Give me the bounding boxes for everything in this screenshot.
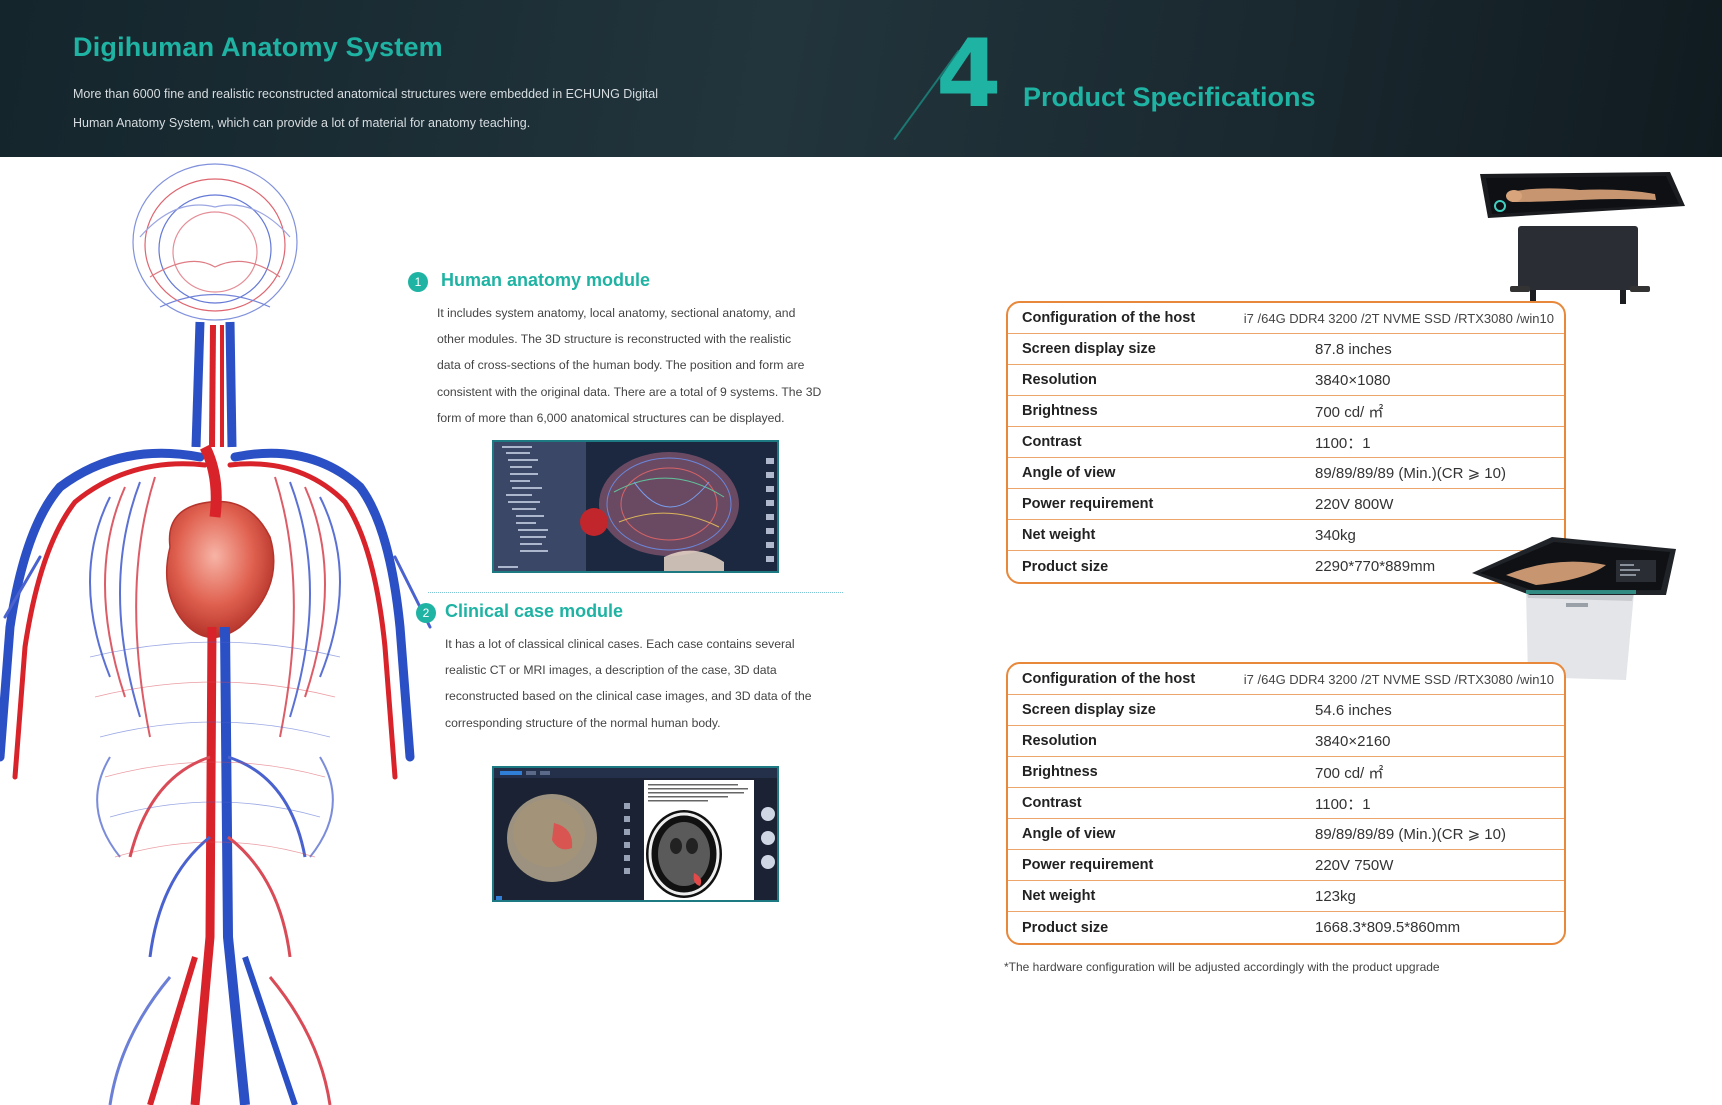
spec-row: Angle of view 89/89/89/89 (Min.)(CR ⩾ 10… bbox=[1008, 458, 1564, 489]
compact-anatomy-table-device bbox=[1472, 537, 1676, 680]
spec-table-large: Configuration of the host i7 /64G DDR4 3… bbox=[1006, 301, 1566, 584]
module-title: Clinical case module bbox=[445, 601, 624, 621]
spec-value: 700 cd/ ㎡ bbox=[1315, 403, 1384, 421]
section-number: 4 bbox=[936, 20, 1002, 129]
spec-label: Product size bbox=[1022, 919, 1109, 936]
spec-label: Power requirement bbox=[1022, 496, 1154, 512]
spec-label: Net weight bbox=[1022, 888, 1096, 904]
spec-value: 3840×2160 bbox=[1315, 732, 1391, 750]
anatomy-software-screenshot bbox=[492, 440, 779, 573]
spec-label: Configuration of the host bbox=[1022, 310, 1196, 326]
spec-value: 1100：1 bbox=[1315, 434, 1371, 452]
spec-label: Screen display size bbox=[1022, 702, 1156, 718]
header-description-line: Human Anatomy System, which can provide … bbox=[73, 115, 531, 130]
spec-row: Product size 1668.3*809.5*860mm bbox=[1008, 912, 1564, 943]
spec-label: Contrast bbox=[1022, 434, 1082, 450]
spec-row: Contrast 1100：1 bbox=[1008, 427, 1564, 458]
spec-value: 89/89/89/89 (Min.)(CR ⩾ 10) bbox=[1315, 465, 1506, 482]
spec-row: Resolution 3840×2160 bbox=[1008, 726, 1564, 757]
module-divider bbox=[428, 592, 843, 593]
header-banner: Digihuman Anatomy System More than 6000 … bbox=[0, 0, 1722, 157]
spec-value: 1100：1 bbox=[1315, 795, 1371, 813]
spec-label: Brightness bbox=[1022, 764, 1098, 780]
module-title: Human anatomy module bbox=[441, 270, 651, 290]
spec-value: 89/89/89/89 (Min.)(CR ⩾ 10) bbox=[1315, 826, 1506, 843]
module-description: It includes system anatomy, local anatom… bbox=[437, 300, 822, 431]
spec-row: Configuration of the host i7 /64G DDR4 3… bbox=[1008, 664, 1564, 695]
module-description-line: reconstructed based on the clinical case… bbox=[445, 689, 812, 704]
spec-value: i7 /64G DDR4 3200 /2T NVME SSD /RTX3080 … bbox=[1243, 671, 1554, 687]
spec-label: Product size bbox=[1022, 558, 1109, 575]
spec-label: Net weight bbox=[1022, 527, 1096, 543]
clinical-case-software-screenshot bbox=[492, 766, 779, 902]
page-title: Digihuman Anatomy System bbox=[73, 32, 443, 62]
spec-value: 220V 800W bbox=[1315, 495, 1394, 513]
module-description: It has a lot of classical clinical cases… bbox=[445, 631, 830, 736]
module-description-line: It includes system anatomy, local anatom… bbox=[437, 306, 796, 320]
circulatory-system-illustration bbox=[0, 163, 432, 1105]
module-number-badge: 1 bbox=[408, 272, 428, 292]
spec-row: Contrast 1100：1 bbox=[1008, 788, 1564, 819]
spec-table-compact: Configuration of the host i7 /64G DDR4 3… bbox=[1006, 662, 1566, 945]
spec-row: Screen display size 87.8 inches bbox=[1008, 334, 1564, 365]
module-description-line: other modules. The 3D structure is recon… bbox=[437, 332, 792, 347]
header-description-line: More than 6000 fine and realistic recons… bbox=[73, 87, 659, 101]
section-title: Product Specifications bbox=[1023, 82, 1316, 112]
large-anatomy-table-device bbox=[1480, 172, 1685, 304]
spec-value: 1668.3*809.5*860mm bbox=[1315, 919, 1461, 936]
spec-label: Brightness bbox=[1022, 403, 1098, 419]
spec-label: Resolution bbox=[1022, 372, 1097, 388]
spec-row: Power requirement 220V 800W bbox=[1008, 489, 1564, 520]
spec-value: 220V 750W bbox=[1315, 856, 1394, 874]
spec-row: Net weight 123kg bbox=[1008, 881, 1564, 912]
spec-row: Resolution 3840×1080 bbox=[1008, 365, 1564, 396]
module-description-line: consistent with the original data. There… bbox=[437, 384, 822, 399]
spec-row: Brightness 700 cd/ ㎡ bbox=[1008, 396, 1564, 427]
spec-row: Power requirement 220V 750W bbox=[1008, 850, 1564, 881]
spec-row: Configuration of the host i7 /64G DDR4 3… bbox=[1008, 303, 1564, 334]
module-description-line: realistic CT or MRI images, a descriptio… bbox=[445, 663, 777, 678]
spec-value: 123kg bbox=[1315, 887, 1356, 905]
spec-label: Contrast bbox=[1022, 795, 1082, 811]
module-description-line: corresponding structure of the normal hu… bbox=[445, 715, 721, 730]
spec-label: Configuration of the host bbox=[1022, 671, 1196, 687]
spec-label: Resolution bbox=[1022, 733, 1097, 749]
spec-label: Power requirement bbox=[1022, 857, 1154, 873]
module-number-badge: 2 bbox=[416, 603, 436, 623]
spec-value: i7 /64G DDR4 3200 /2T NVME SSD /RTX3080 … bbox=[1243, 310, 1554, 326]
module-description-line: data of cross-sections of the human body… bbox=[437, 358, 805, 373]
spec-row: Product size 2290*770*889mm bbox=[1008, 551, 1564, 582]
spec-value: 340kg bbox=[1315, 526, 1356, 544]
spec-label: Angle of view bbox=[1022, 826, 1116, 842]
module-description-line: It has a lot of classical clinical cases… bbox=[445, 637, 795, 651]
spec-value: 700 cd/ ㎡ bbox=[1315, 764, 1384, 782]
spec-row: Brightness 700 cd/ ㎡ bbox=[1008, 757, 1564, 788]
spec-value: 2290*770*889mm bbox=[1315, 558, 1436, 575]
spec-row: Screen display size 54.6 inches bbox=[1008, 695, 1564, 726]
spec-label: Screen display size bbox=[1022, 341, 1156, 357]
spec-value: 3840×1080 bbox=[1315, 371, 1391, 389]
module-description-line: form of more than 6,000 anatomical struc… bbox=[437, 410, 785, 425]
header-description: More than 6000 fine and realistic recons… bbox=[73, 80, 693, 137]
spec-value: 87.8 inches bbox=[1315, 340, 1392, 358]
spec-label: Angle of view bbox=[1022, 465, 1116, 481]
footnote: *The hardware configuration will be adju… bbox=[1004, 960, 1440, 974]
spec-row: Angle of view 89/89/89/89 (Min.)(CR ⩾ 10… bbox=[1008, 819, 1564, 850]
spec-row: Net weight 340kg bbox=[1008, 520, 1564, 551]
spec-value: 54.6 inches bbox=[1315, 701, 1392, 719]
